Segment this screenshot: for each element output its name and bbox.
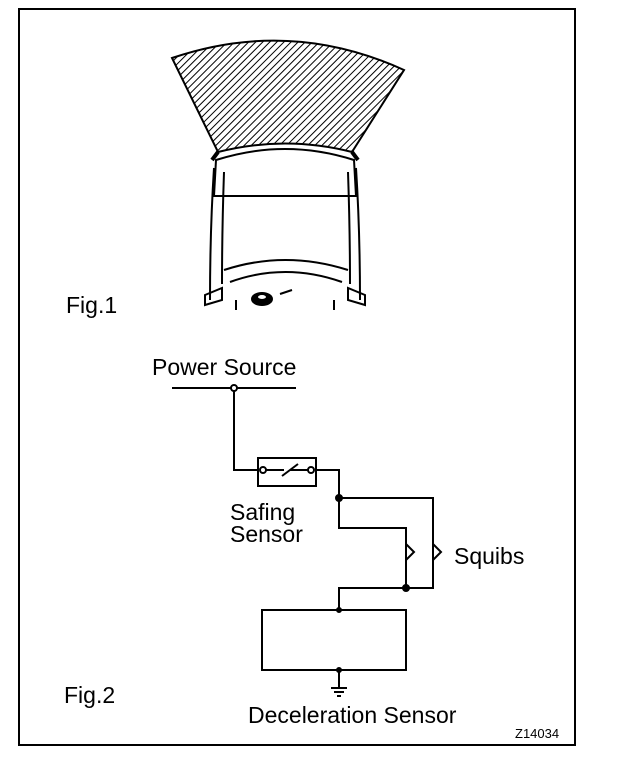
deceleration-sensor-box bbox=[261, 609, 407, 671]
figure-code: Z14034 bbox=[515, 726, 560, 741]
safing-sensor-label-line2: Sensor bbox=[230, 521, 303, 547]
safing-sensor-label: Safing Sensor bbox=[230, 499, 303, 547]
power-source-label: Power Source bbox=[152, 354, 297, 380]
circuit-diagram bbox=[172, 384, 443, 697]
figure-frame bbox=[18, 8, 576, 746]
steering-pad-drawing bbox=[170, 39, 406, 310]
fig2-label: Fig.2 bbox=[64, 682, 116, 708]
steering-wheel-hatched-area bbox=[170, 39, 406, 154]
deceleration-sensor-label: Deceleration Sensor bbox=[248, 702, 457, 728]
squib-left bbox=[405, 543, 416, 561]
squib-right bbox=[432, 543, 443, 561]
squibs-label: Squibs bbox=[454, 543, 525, 569]
safing-sensor-label-line1: Safing bbox=[230, 499, 296, 525]
fig1-label: Fig.1 bbox=[66, 292, 118, 318]
